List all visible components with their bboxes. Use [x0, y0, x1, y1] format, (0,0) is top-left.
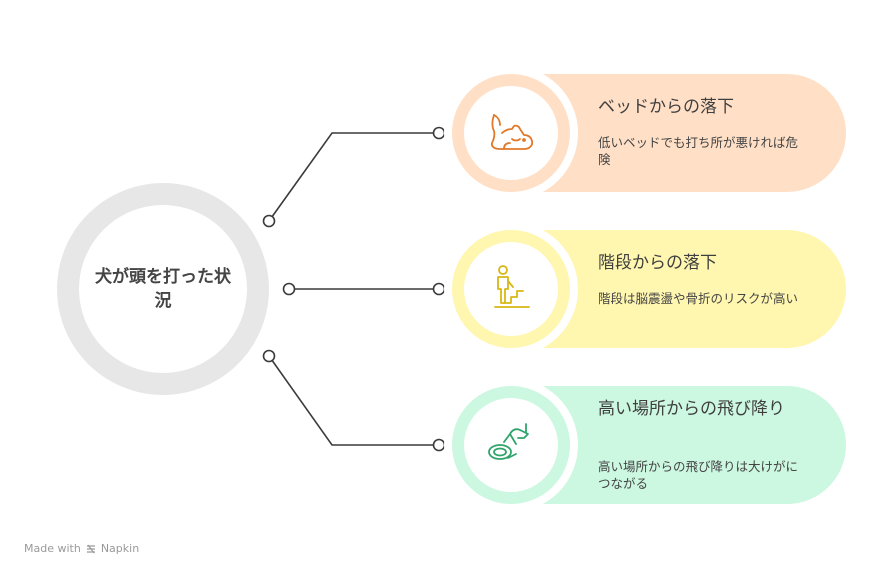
dog-jumping-icon	[486, 420, 536, 470]
card-stairs-fall-title: 階段からの落下	[598, 253, 717, 273]
card-stairs-fall: 階段からの落下 階段は脳震盪や骨折のリスクが高い	[444, 222, 846, 356]
card-high-jump: 高い場所からの飛び降り 高い場所からの飛び降りは大けがにつながる	[444, 378, 846, 512]
hub-circle: 犬が頭を打った状況	[57, 183, 269, 395]
connector-start-dot-middle	[282, 282, 296, 296]
card-bed-fall-icon-ring	[452, 74, 570, 192]
card-stairs-fall-description: 階段は脳震盪や骨折のリスクが高い	[598, 291, 799, 306]
connector-start-dot-top	[262, 214, 276, 228]
card-high-jump-title: 高い場所からの飛び降り	[598, 399, 785, 419]
card-bed-fall-title: ベッドからの落下	[598, 97, 734, 117]
connector-start-dot-bottom	[262, 349, 276, 363]
connector-end-dot-top	[432, 126, 446, 140]
card-high-jump-description: 高い場所からの飛び降りは大けがにつながる	[598, 459, 799, 491]
made-with-napkin-footer: Made with Napkin	[24, 542, 139, 555]
connector-end-dot-middle	[432, 282, 446, 296]
person-stairs-icon	[489, 263, 533, 315]
card-stairs-fall-icon-ring	[452, 230, 570, 348]
footer-brand: Napkin	[100, 542, 140, 555]
dog-lying-icon	[486, 109, 536, 157]
hub-title: 犬が頭を打った状況	[95, 267, 231, 311]
napkin-logo-icon	[85, 543, 97, 555]
connector-bottom	[268, 355, 439, 446]
connector-top	[268, 132, 439, 222]
card-high-jump-icon-ring	[452, 386, 570, 504]
card-bed-fall: ベッドからの落下 低いベッドでも打ち所が悪ければ危険	[444, 66, 846, 200]
card-bed-fall-description: 低いベッドでも打ち所が悪ければ危険	[598, 135, 799, 167]
footer-prefix: Made with	[24, 542, 81, 555]
connector-end-dot-bottom	[432, 438, 446, 452]
